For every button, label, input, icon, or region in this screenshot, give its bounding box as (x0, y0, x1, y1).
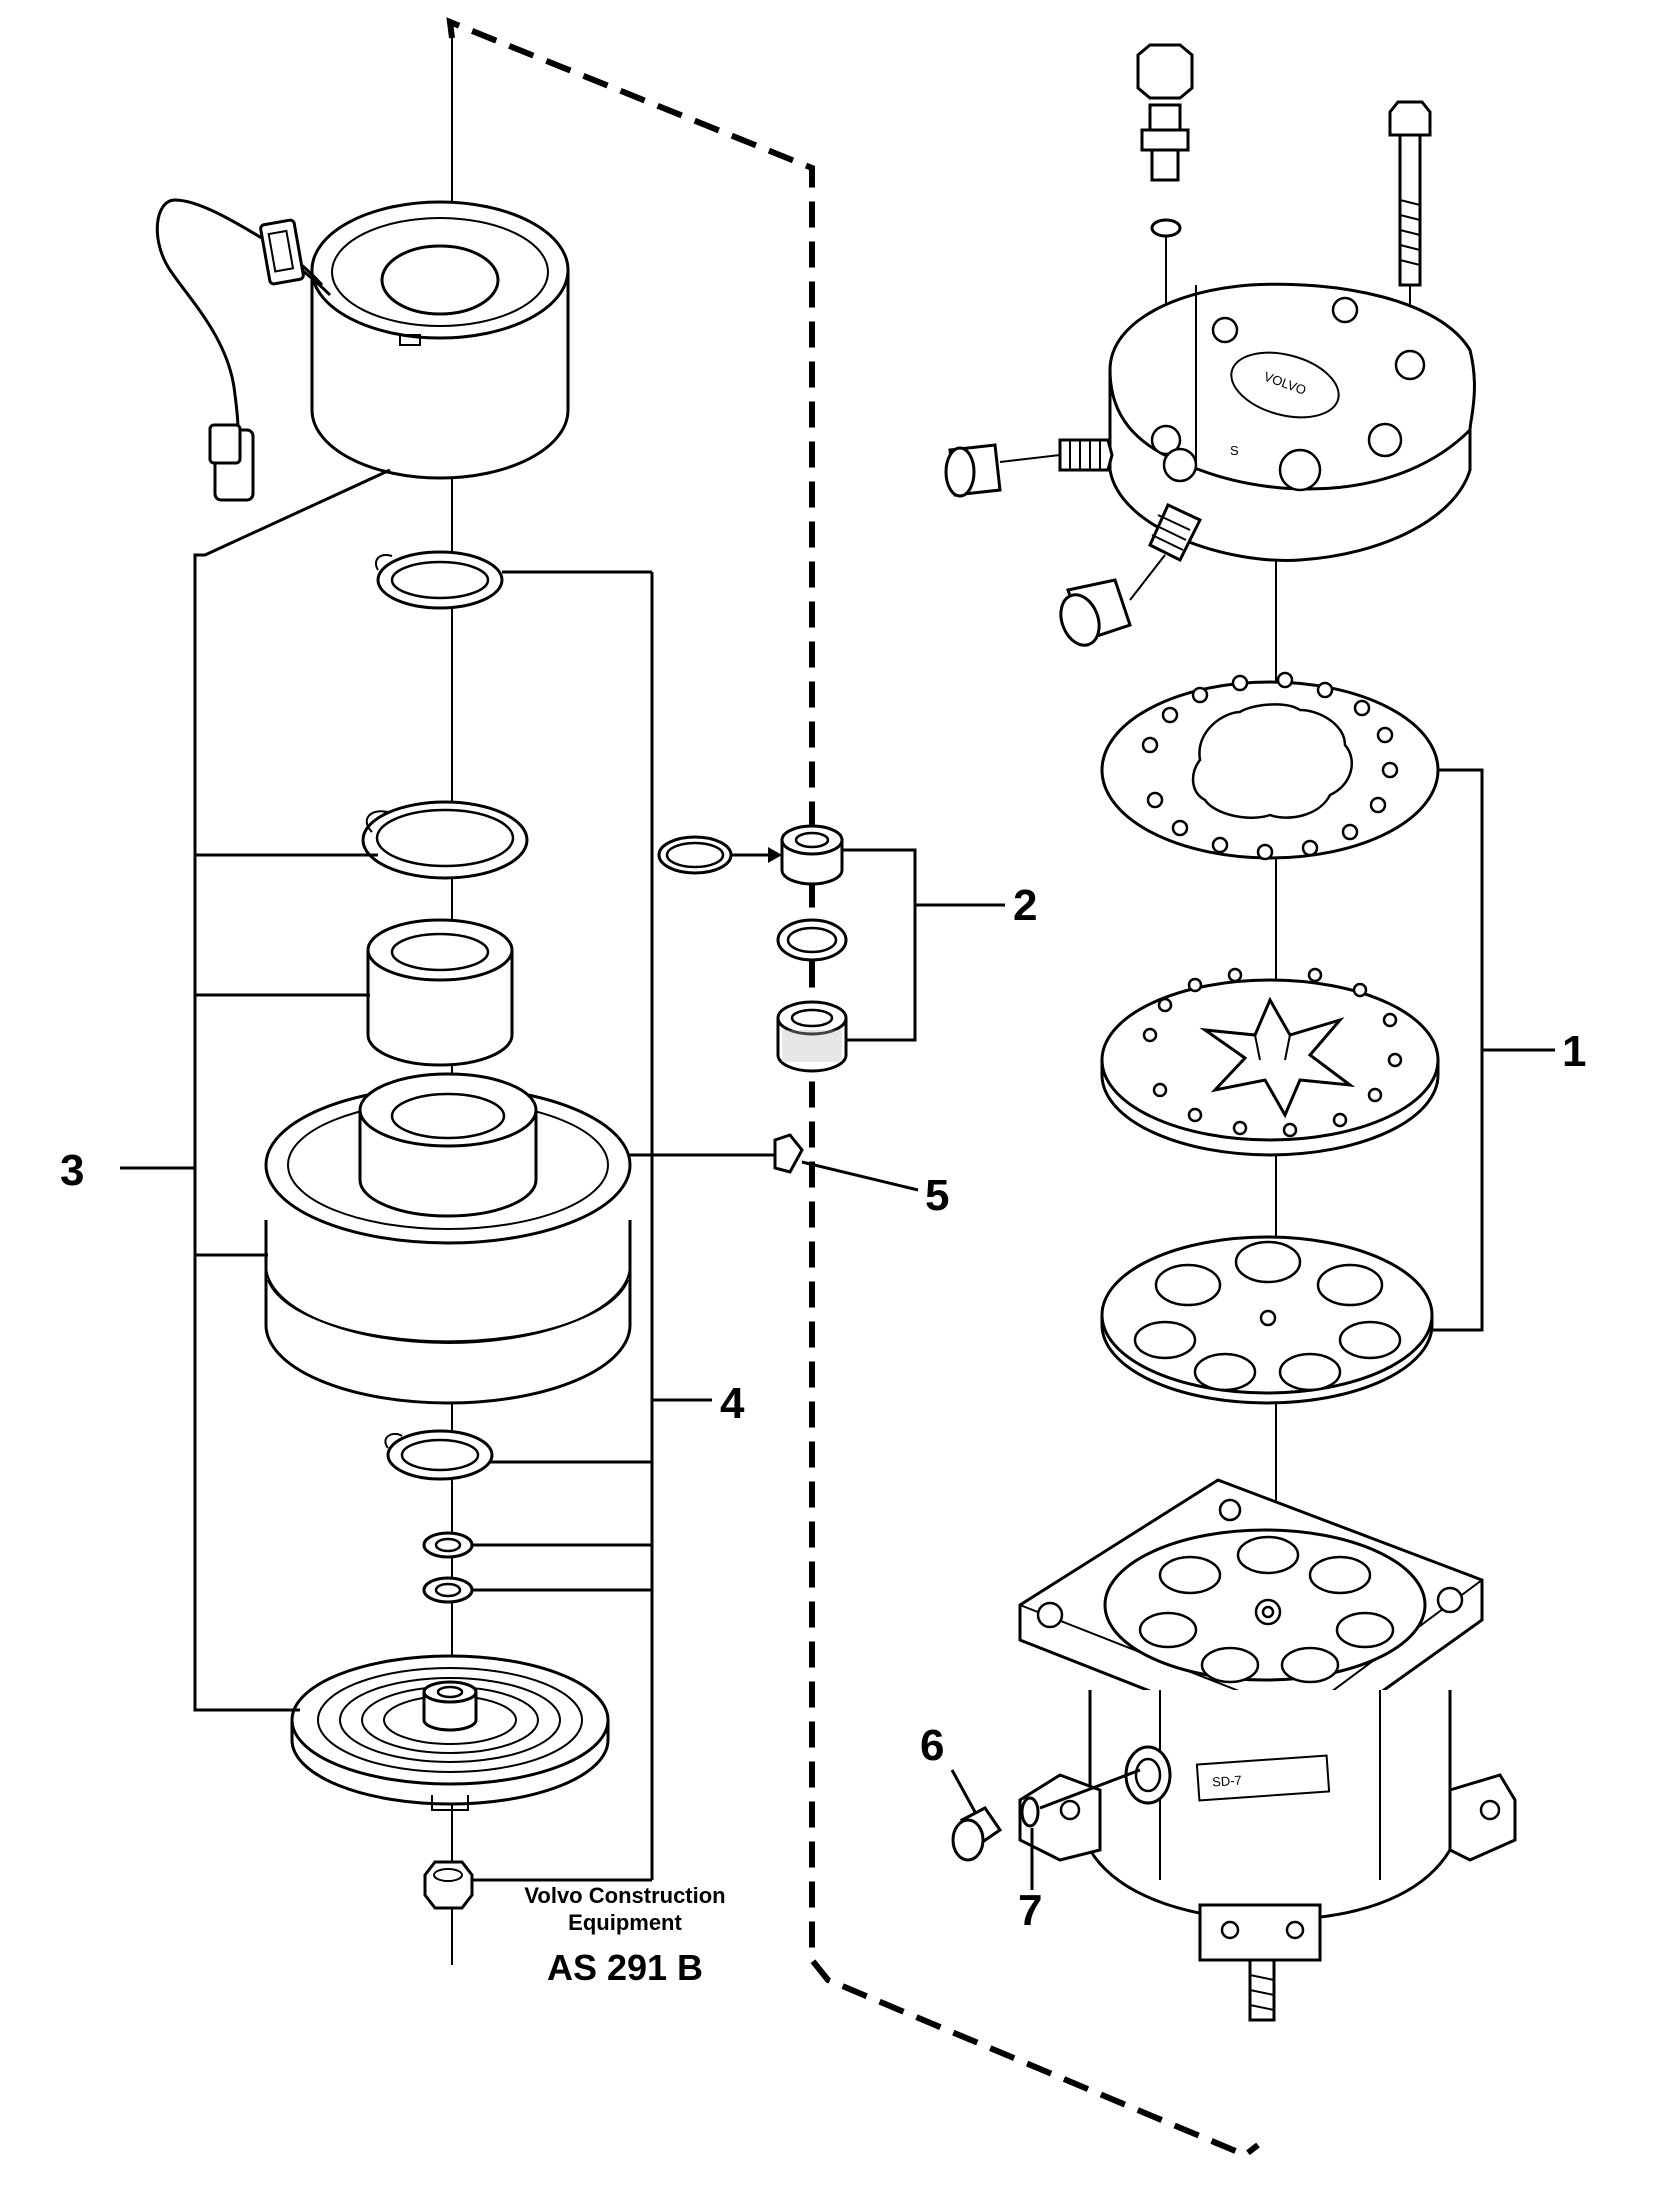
snap-ring-upper (374, 550, 504, 610)
port-plug-lower (1059, 554, 1166, 647)
shaft-nut (423, 1860, 474, 1910)
callout-3: 3 (60, 1146, 84, 1195)
snap-ring-lower (384, 1429, 494, 1481)
shim-lower (422, 1576, 474, 1604)
callout-2: 2 (1013, 881, 1037, 930)
bracket-1-outline (1432, 768, 1484, 1332)
shaft-seal (776, 1000, 848, 1073)
compressor-assembly: VOLVO S (944, 43, 1555, 2022)
head-gasket (1100, 671, 1440, 861)
seal-seat (780, 824, 844, 886)
pulley-bearing (366, 918, 514, 1067)
shim-upper (422, 1531, 474, 1559)
callout-4: 4 (720, 1379, 745, 1428)
field-coil (155, 198, 570, 502)
callout-1: 1 (1562, 1027, 1586, 1076)
service-valve-fitting (1136, 43, 1194, 440)
pulley (264, 1072, 632, 1405)
port-plug-upper (944, 443, 1061, 498)
company-line-2: Equipment (568, 1910, 682, 1935)
armature-plate (290, 1654, 610, 1811)
oil-filler-plug (951, 1806, 1003, 1862)
callout-6: 6 (920, 1721, 944, 1770)
valve-plate (1100, 967, 1440, 1157)
oil-plug-axis (1039, 1768, 1141, 1810)
shaft-key (773, 1133, 804, 1174)
cylinder-head: VOLVO S (1058, 282, 1476, 563)
retaining-ring (361, 800, 529, 880)
company-line-1: Volvo Construction (524, 1883, 725, 1908)
head-bolt (1388, 100, 1432, 365)
seal-clip (776, 918, 848, 962)
compressor-label: SD-7 (1212, 1773, 1243, 1790)
oil-plug-o-ring (1020, 1796, 1040, 1828)
shaft-dashed-path (446, 17, 1260, 2159)
leader-5 (801, 1160, 919, 1192)
callout-5: 5 (925, 1171, 949, 1220)
footer-credit: Volvo Construction Equipment AS 291 B (524, 1883, 725, 1988)
document-id: AS 291 B (547, 1947, 703, 1988)
bracket-2-outline (842, 848, 917, 1042)
compressor-body: SD-7 (1018, 1478, 1517, 2022)
cylinder-head-stamp: S (1230, 443, 1239, 458)
bracket-3-outline (193, 468, 391, 1712)
leader-6 (950, 1769, 977, 1813)
shaft-seal-kit (630, 824, 1005, 1192)
callout-7: 7 (1018, 1886, 1042, 1935)
reed-plate (1100, 1235, 1434, 1405)
clutch-assembly (120, 25, 712, 1965)
